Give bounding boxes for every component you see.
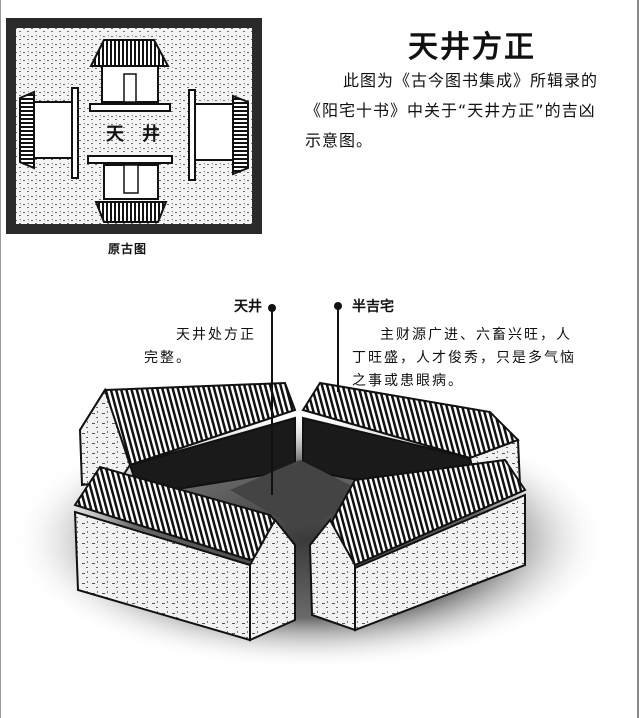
page-left-edge [0,0,1,718]
intro-line-2: 《阳宅十书》中关于“天井方正”的吉凶 [305,101,596,120]
callout-house-line-1: 主财源广进、六畜兴旺，人 [380,327,572,343]
callout-house-description: 主财源广进、六畜兴旺，人 丁旺盛，人才俊秀，只是多气恼 之事或患眼病。 [352,324,576,393]
callout-house-label: 半吉宅 [352,299,394,315]
callout-house-line-3: 之事或患眼病。 [352,373,464,389]
page-right-edge [637,0,639,718]
intro-line-3: 示意图。 [305,131,374,150]
original-figure-caption: 原古图 [108,242,148,256]
callout-courtyard-description: 天井处方正 完整。 [144,324,256,370]
intro-line-1: 此图为《古今图书集成》所辑录的 [343,71,599,90]
callout-courtyard-line-2: 完整。 [144,350,192,366]
callout-courtyard-label: 天井 [234,299,262,315]
callout-courtyard-line-1: 天井处方正 [176,327,256,343]
page-title: 天井方正 [408,30,536,65]
intro-paragraph: 此图为《古今图书集成》所辑录的 《阳宅十书》中关于“天井方正”的吉凶 示意图。 [305,66,630,156]
callout-house-line-2: 丁旺盛，人才俊秀，只是多气恼 [352,350,576,366]
courtyard-illustration [10,302,610,670]
original-ancient-diagram: 天井 [6,18,262,234]
original-figure-center-label: 天井 [106,123,178,145]
